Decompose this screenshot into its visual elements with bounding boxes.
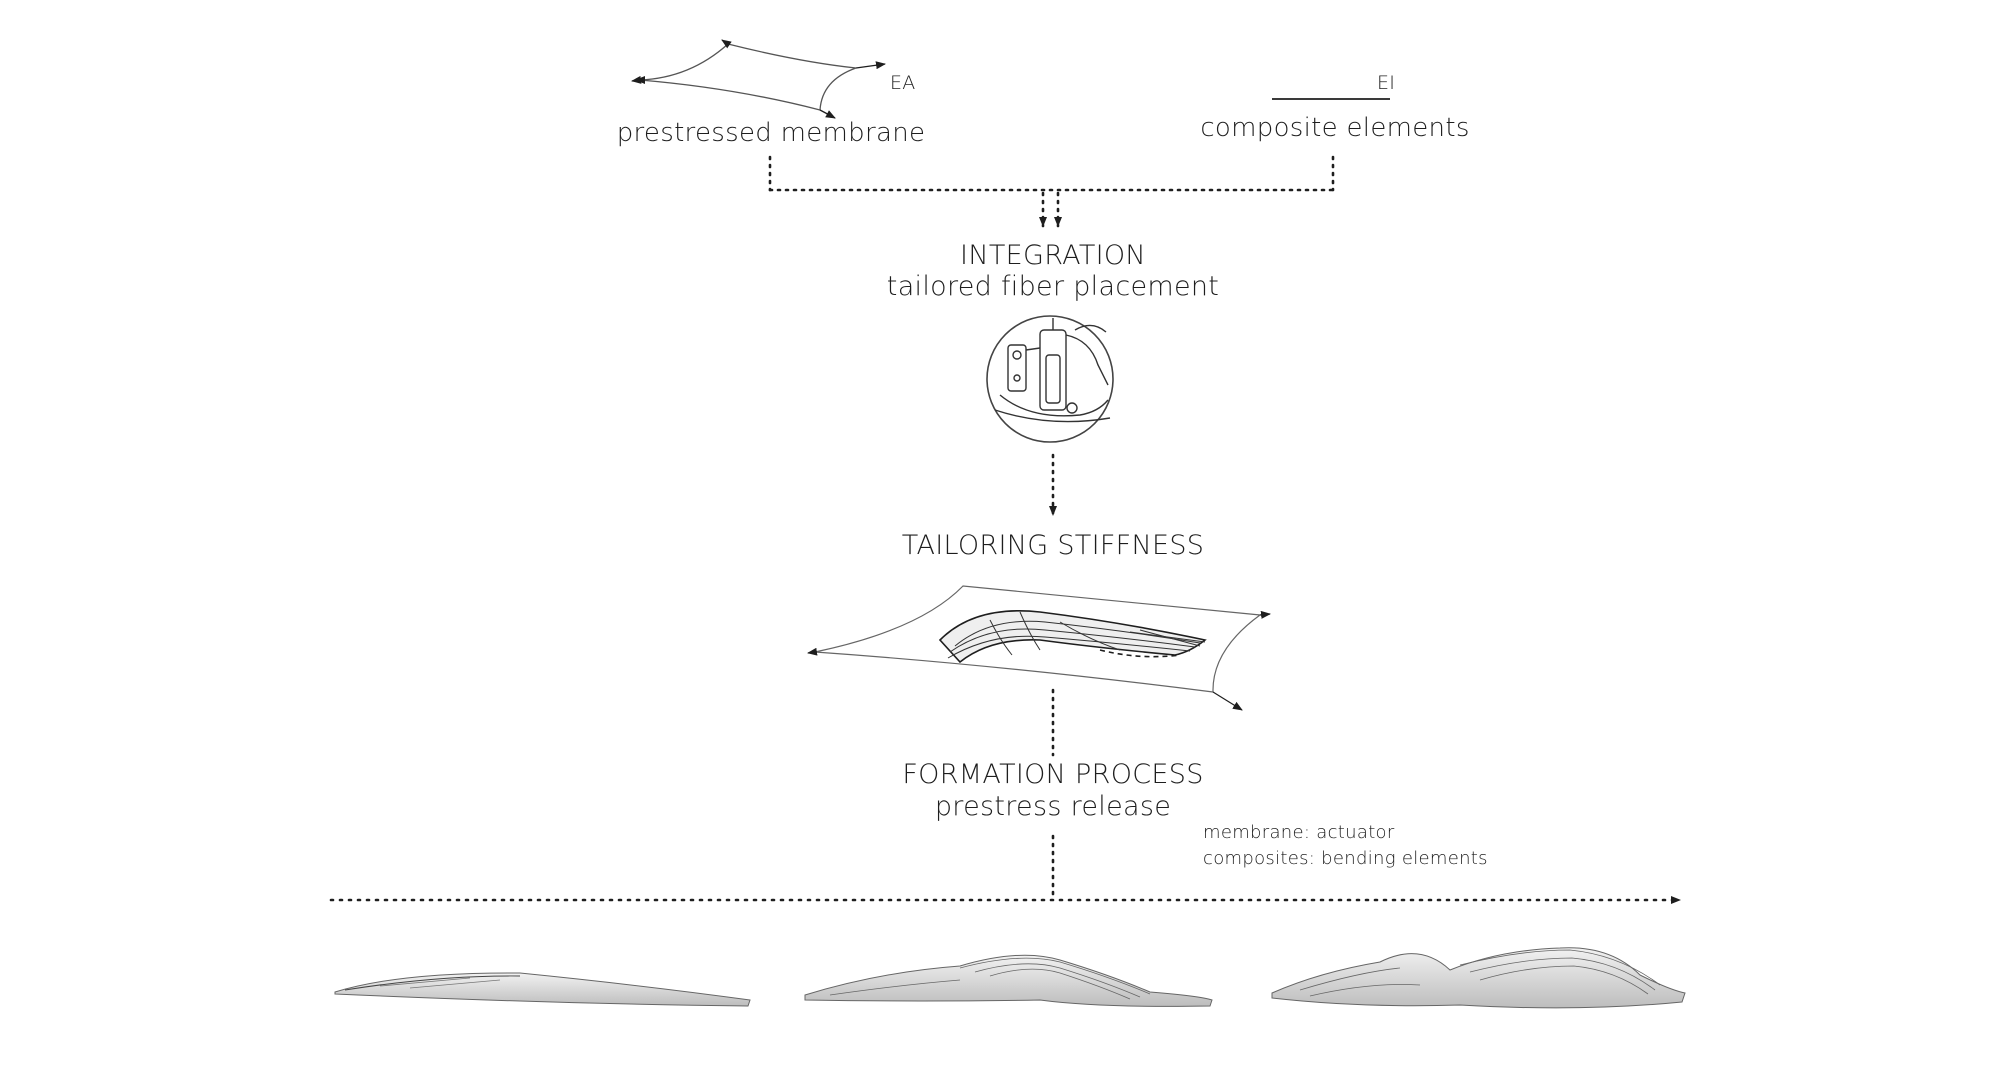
merge-connectors <box>768 155 1335 228</box>
shell-stage-3 <box>1271 947 1686 1009</box>
formation-note-membrane: membrane: actuator <box>1203 822 1395 843</box>
membrane-sketch <box>631 39 886 119</box>
shell-stage-2 <box>804 954 1213 1007</box>
integration-subtitle: tailored fiber placement <box>886 271 1220 302</box>
membrane-symbol: EA <box>890 72 916 94</box>
embroidery-machine-icon <box>986 315 1114 443</box>
formation-note-composites: composites: bending elements <box>1203 848 1488 869</box>
membrane-label: prestressed membrane <box>616 118 926 148</box>
tailored-membrane-sketch <box>807 585 1271 711</box>
integration-title: INTEGRATION <box>960 240 1146 271</box>
formation-subtitle: prestress release <box>934 791 1172 822</box>
composite-label: composite elements <box>1200 113 1470 143</box>
tailoring-title: TAILORING STIFFNESS <box>901 530 1205 561</box>
composite-symbol: EI <box>1377 72 1396 94</box>
shell-stage-1 <box>334 972 751 1007</box>
formation-title: FORMATION PROCESS <box>902 759 1204 790</box>
